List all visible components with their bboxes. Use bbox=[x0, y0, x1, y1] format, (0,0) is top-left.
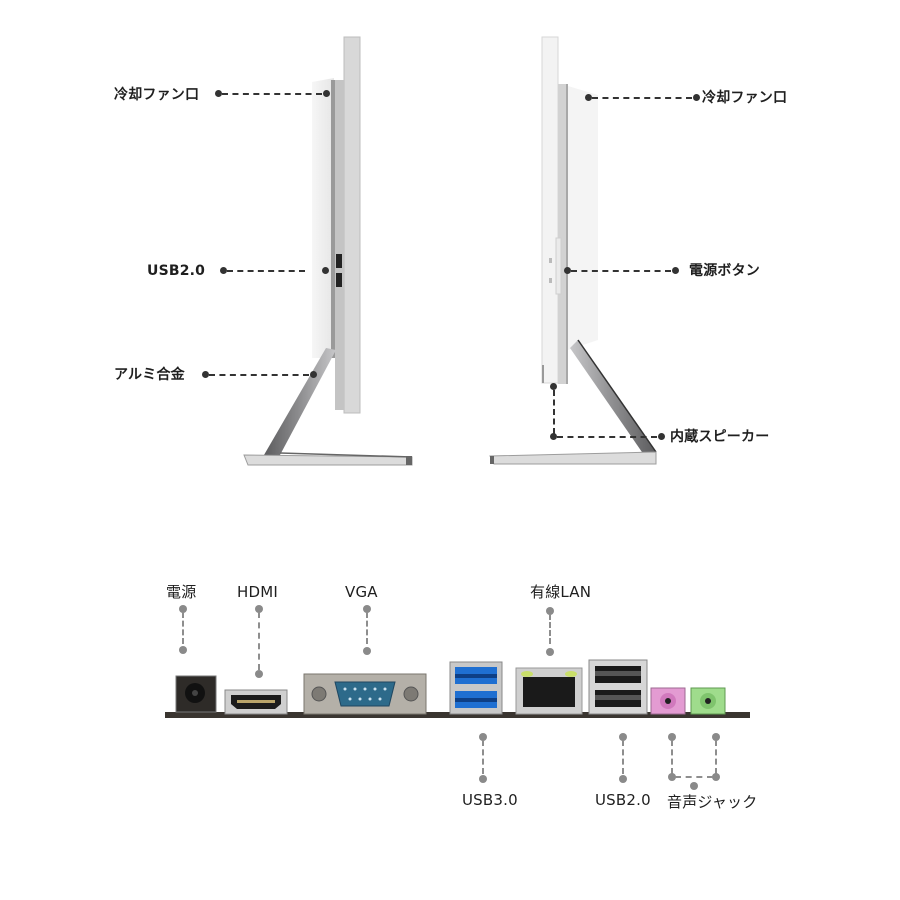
leader-line bbox=[715, 740, 717, 774]
callout-dot bbox=[322, 267, 329, 274]
callout-dot bbox=[323, 90, 330, 97]
leader-line bbox=[482, 740, 484, 774]
callout-label-power-button: 電源ボタン bbox=[689, 263, 760, 279]
port-label-usb3: USB3.0 bbox=[462, 791, 518, 809]
leader-dot bbox=[179, 605, 187, 613]
monitor-right-side-view bbox=[488, 30, 668, 470]
callout-leader-line bbox=[209, 374, 309, 376]
callout-label-speaker: 内蔵スピーカー bbox=[670, 429, 770, 445]
leader-dot bbox=[179, 646, 187, 654]
audio-jack-pink bbox=[650, 687, 686, 715]
port-label-lan: 有線LAN bbox=[530, 583, 592, 601]
monitor-left-side-view bbox=[240, 30, 420, 470]
leader-dot bbox=[255, 670, 263, 678]
vga-port bbox=[303, 673, 427, 715]
port-label-vga: VGA bbox=[345, 583, 378, 601]
callout-label-usb-left: USB2.0 bbox=[147, 263, 206, 279]
leader-dot bbox=[619, 775, 627, 783]
callout-leader-line bbox=[222, 93, 322, 95]
callout-dot bbox=[310, 371, 317, 378]
callout-dot bbox=[672, 267, 679, 274]
leader-dot bbox=[546, 648, 554, 656]
leader-line bbox=[675, 776, 713, 778]
leader-dot bbox=[479, 775, 487, 783]
callout-leader-line bbox=[592, 97, 692, 99]
callout-leader-line bbox=[227, 270, 305, 272]
callout-label-stand-left: アルミ合金 bbox=[114, 367, 185, 383]
leader-line bbox=[182, 612, 184, 644]
hdmi-port bbox=[224, 689, 288, 715]
leader-dot bbox=[668, 773, 676, 781]
leader-dot bbox=[619, 733, 627, 741]
port-label-hdmi: HDMI bbox=[237, 583, 278, 601]
callout-dot bbox=[220, 267, 227, 274]
callout-dot bbox=[215, 90, 222, 97]
leader-dot bbox=[479, 733, 487, 741]
usb3-ports bbox=[449, 661, 503, 715]
callout-leader-line bbox=[571, 270, 671, 272]
port-label-power: 電源 bbox=[166, 583, 197, 601]
leader-dot bbox=[712, 733, 720, 741]
leader-dot bbox=[363, 605, 371, 613]
callout-label-fan-left: 冷却ファン口 bbox=[114, 87, 200, 103]
rear-io-illustration bbox=[165, 659, 750, 718]
monitor-left-illustration bbox=[243, 36, 413, 466]
rear-io-panel bbox=[165, 659, 750, 722]
port-label-usb2: USB2.0 bbox=[595, 791, 651, 809]
dc-power-jack bbox=[175, 675, 217, 713]
leader-line bbox=[622, 740, 624, 774]
port-label-audio: 音声ジャック bbox=[667, 793, 758, 811]
callout-dot bbox=[550, 433, 557, 440]
lan-port bbox=[515, 667, 583, 715]
callout-dot bbox=[693, 94, 700, 101]
leader-line bbox=[549, 614, 551, 644]
callout-label-fan-right: 冷却ファン口 bbox=[702, 90, 788, 106]
callout-dot bbox=[202, 371, 209, 378]
callout-dot bbox=[564, 267, 571, 274]
callout-dot bbox=[550, 383, 557, 390]
leader-dot bbox=[712, 773, 720, 781]
leader-dot bbox=[363, 647, 371, 655]
leader-line bbox=[258, 612, 260, 670]
usb2-ports bbox=[588, 659, 648, 715]
monitor-right-illustration bbox=[489, 36, 657, 465]
leader-dot bbox=[255, 605, 263, 613]
callout-leader-line bbox=[557, 436, 657, 438]
leader-line bbox=[671, 740, 673, 774]
callout-dot bbox=[658, 433, 665, 440]
callout-leader-line bbox=[553, 390, 555, 434]
callout-dot bbox=[585, 94, 592, 101]
leader-dot bbox=[546, 607, 554, 615]
leader-line bbox=[366, 612, 368, 644]
leader-dot bbox=[668, 733, 676, 741]
leader-dot bbox=[690, 782, 698, 790]
audio-jack-green bbox=[690, 687, 726, 715]
